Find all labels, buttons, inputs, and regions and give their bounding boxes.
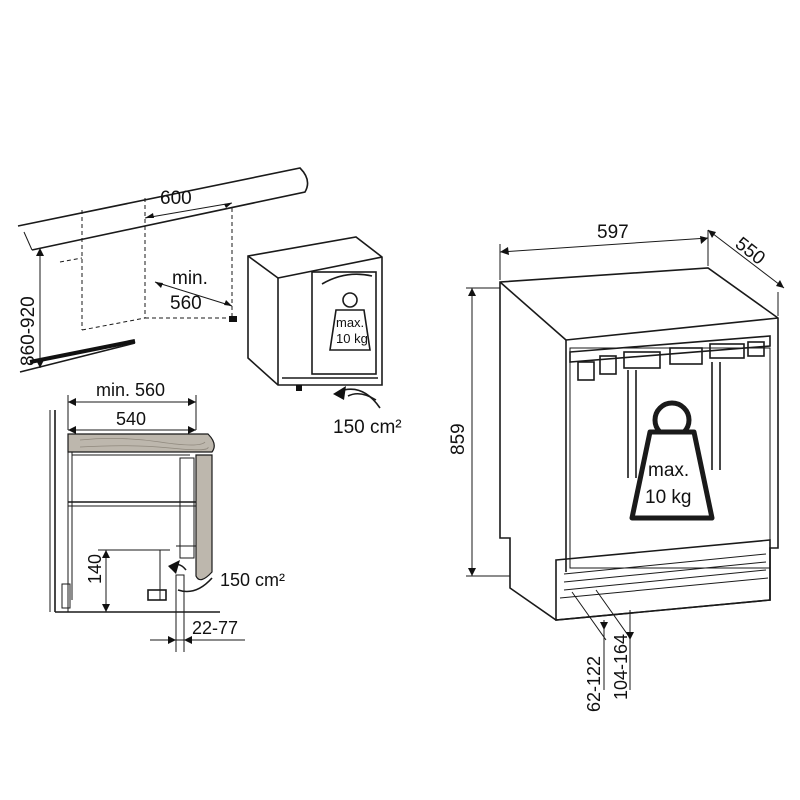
- door-mounting-bracket: [569, 335, 771, 478]
- plinth-setback-label: 22-77: [192, 618, 238, 638]
- width-597-label: 597: [597, 222, 629, 243]
- section-min-depth-dimension: min. 560: [67, 380, 197, 430]
- appliance-perspective-view: max. 10 kg 597 550 859: [448, 222, 785, 712]
- furniture-door-section: [195, 454, 213, 581]
- airflow-arrow-icon: [333, 386, 381, 409]
- plinth-range-dimensions: 62-122 104-164: [571, 589, 634, 712]
- appliance-weight-label-1: max.: [648, 460, 689, 481]
- niche-ventilation-label: 150 cm²: [333, 417, 402, 438]
- plinth-panel: [175, 574, 185, 613]
- section-depth-dimension: 540: [68, 409, 196, 434]
- width-600-label: 600: [160, 188, 192, 209]
- width-600-dimension: 600: [144, 188, 233, 219]
- height-859-dimension: 859: [448, 287, 510, 577]
- appliance-weight-label-2: 10 kg: [645, 487, 691, 508]
- depth-550-label: 550: [731, 233, 769, 269]
- height-range-label: 860-920: [18, 296, 39, 366]
- section-depth-label: 540: [116, 409, 146, 429]
- plinth-setback-dimension: 22-77: [150, 612, 245, 652]
- plinth-height-dimension: 140: [85, 549, 126, 612]
- door-handle: [321, 273, 373, 285]
- min-depth-dimension: min. 560: [154, 268, 233, 314]
- countertop-edge: [17, 167, 309, 251]
- height-859-label: 859: [448, 423, 469, 455]
- depth-550-dimension: 550: [707, 229, 785, 316]
- appliance-plinth: [555, 539, 771, 621]
- section-min-depth-label: min. 560: [96, 380, 165, 400]
- weight-icon: max. 10 kg: [329, 292, 371, 351]
- floor-strip: [29, 339, 136, 364]
- min-depth-label-1: min.: [172, 268, 208, 289]
- plinth-range-a-label: 62-122: [584, 656, 604, 712]
- plinth-range-b-label: 104-164: [611, 634, 631, 700]
- appliance-body: [499, 267, 779, 621]
- height-range-dimension: 860-920: [18, 248, 44, 368]
- section-view: min. 560 540: [49, 380, 285, 652]
- plinth-airflow-arrow-icon: [168, 560, 213, 593]
- weight-label-1: max.: [336, 315, 364, 330]
- width-597-dimension: 597: [499, 222, 709, 280]
- weight-icon-large: max. 10 kg: [629, 400, 715, 521]
- niche-outline: [59, 198, 233, 331]
- adjustable-foot: [147, 589, 167, 601]
- floor-mark: [19, 342, 136, 373]
- weight-label-2: 10 kg: [336, 331, 368, 346]
- fridge-small-drawing: max. 10 kg: [247, 236, 383, 391]
- niche-perspective-view: 600 min. 560 860-920: [17, 167, 402, 438]
- section-ventilation-label: 150 cm²: [220, 570, 285, 590]
- min-depth-label-2: 560: [170, 293, 202, 314]
- plinth-height-label: 140: [85, 554, 105, 584]
